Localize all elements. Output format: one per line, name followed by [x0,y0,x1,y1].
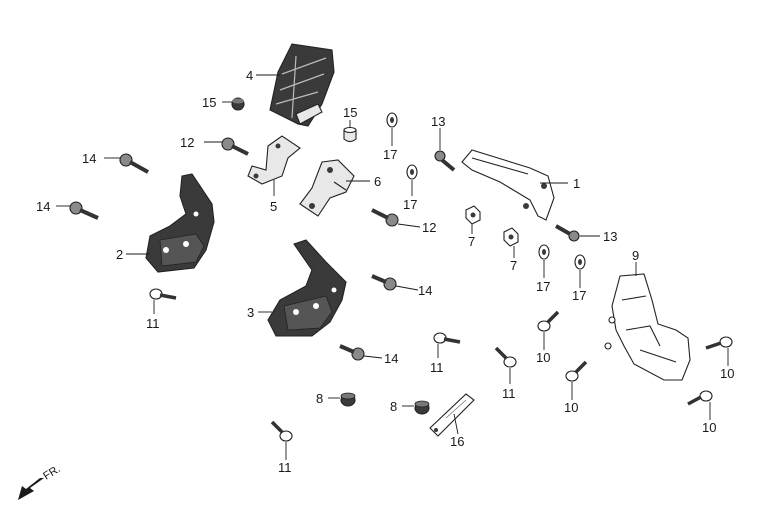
callout-15: 15 [343,105,357,120]
callout-17: 17 [536,279,550,294]
callout-2: 2 [116,247,123,262]
callout-14: 14 [36,199,50,214]
nut-part [503,227,519,247]
screw-part [705,336,733,350]
screw-part [433,332,461,344]
lower-bracket-part [604,273,691,381]
callout-10: 10 [702,420,716,435]
callout-14: 14 [82,151,96,166]
callout-14: 14 [384,351,398,366]
flange-bolt-part [371,274,397,291]
callout-10: 10 [720,366,734,381]
callout-7: 7 [468,234,475,249]
windscreen-part [269,43,335,127]
cap-nut-part [231,97,245,111]
callout-12: 12 [422,220,436,235]
main-bracket-part [461,149,555,221]
callout-6: 6 [374,174,381,189]
callout-8: 8 [316,391,323,406]
screw-part [270,420,293,442]
flange-bolt-part [221,137,249,156]
callout-1: 1 [573,176,580,191]
screw-part [149,288,177,300]
washer-part [538,244,550,260]
callout-7: 7 [510,258,517,273]
callout-10: 10 [564,400,578,415]
grommet-part [414,400,430,415]
callout-10: 10 [536,350,550,365]
flange-bolt-part [434,150,456,172]
callout-4: 4 [246,68,253,83]
callout-14: 14 [418,283,432,298]
callout-11: 11 [502,386,516,401]
callout-17: 17 [383,147,397,162]
callout-11: 11 [430,360,444,375]
callout-11: 11 [278,460,292,475]
nut-part [465,205,481,225]
callout-17: 17 [572,288,586,303]
grommet-part [340,392,356,407]
callout-13: 13 [431,114,445,129]
callout-13: 13 [603,229,617,244]
leader-lines [56,74,729,460]
mount-bracket-part [299,159,355,217]
screw-part [687,390,713,406]
small-bracket-part [247,135,301,185]
callout-12: 12 [180,135,194,150]
callout-8: 8 [390,399,397,414]
callout-9: 9 [632,248,639,263]
callout-3: 3 [247,305,254,320]
washer-part [574,254,586,270]
screw-part [565,360,588,382]
strap-part [429,393,475,437]
washer-part [406,164,418,180]
flange-bolt-part [555,224,580,242]
flange-bolt-part [69,201,99,220]
flange-bolt-part [119,153,149,174]
cap-nut-part [343,126,357,143]
screw-part [494,346,517,368]
left-side-cover-part [145,173,215,273]
front-direction-label: FR. [41,463,62,483]
washer-part [386,112,398,128]
callout-5: 5 [270,199,277,214]
front-direction-arrow-icon [18,478,44,500]
callout-17: 17 [403,197,417,212]
right-side-cover-part [267,239,347,337]
flange-bolt-part [371,208,399,227]
screw-part [537,310,560,332]
callout-11: 11 [146,316,160,331]
callout-16: 16 [450,434,464,449]
flange-bolt-part [339,344,365,361]
callout-15: 15 [202,95,216,110]
